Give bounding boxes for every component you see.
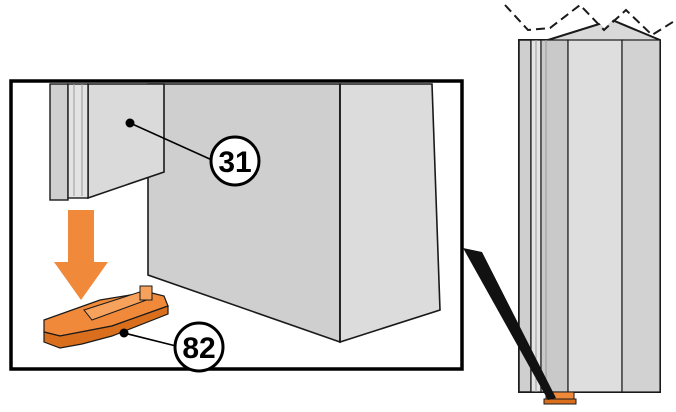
callout-82-dot bbox=[119, 328, 129, 338]
door-profile-face-front bbox=[567, 39, 623, 393]
break-mask bbox=[505, 0, 676, 33]
insert-arrow bbox=[54, 210, 108, 300]
callout-31-label: 31 bbox=[218, 146, 251, 179]
callout-82: 82 bbox=[119, 321, 225, 373]
part-31-rail-outer bbox=[49, 83, 69, 201]
part-82-clip-front bbox=[43, 305, 169, 349]
callout-82-label: 82 bbox=[182, 332, 215, 365]
part-82-clip-tab bbox=[139, 285, 153, 301]
callout-31-circle bbox=[209, 135, 261, 187]
door-profile bbox=[504, 0, 676, 405]
callout-31-leader bbox=[129, 122, 213, 161]
callout-31: 31 bbox=[125, 118, 261, 187]
part-82-clip bbox=[43, 285, 169, 349]
detail-content bbox=[43, 83, 441, 349]
callout-31-dot bbox=[125, 118, 135, 128]
callout-82-leader bbox=[123, 332, 177, 347]
door-profile-face-right bbox=[621, 39, 661, 393]
zoom-connector bbox=[463, 248, 556, 400]
part-31-rail-inner bbox=[67, 83, 89, 199]
detail-box-side bbox=[339, 83, 441, 344]
callout-82-circle bbox=[173, 321, 225, 373]
top-break-line bbox=[504, 3, 676, 37]
profile-clip-base bbox=[543, 398, 577, 405]
door-profile-face-side bbox=[540, 39, 569, 393]
